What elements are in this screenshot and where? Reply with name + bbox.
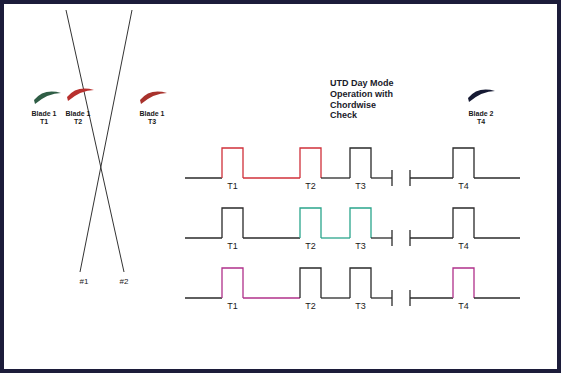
pulse-label: T3 bbox=[355, 182, 366, 192]
pulse-label: T2 bbox=[305, 302, 316, 312]
pulse-label: T1 bbox=[227, 242, 238, 252]
pulse-segment bbox=[350, 148, 371, 178]
pulse-segment bbox=[371, 297, 392, 298]
pulse-segment bbox=[185, 297, 222, 298]
pulse-segment bbox=[453, 268, 474, 298]
pulse-label: T4 bbox=[458, 182, 469, 192]
time-label: T1 bbox=[40, 118, 48, 126]
pulse-segment bbox=[391, 290, 392, 306]
pulse-label: T4 bbox=[458, 302, 469, 312]
time-label: T3 bbox=[148, 118, 156, 126]
blade-shape bbox=[140, 92, 167, 104]
sensor-number: #2 bbox=[120, 278, 129, 287]
pulse-segment bbox=[300, 268, 321, 298]
blade-label: Blade 1 bbox=[140, 110, 165, 118]
pulse-label: T2 bbox=[305, 182, 316, 192]
pulse-segment bbox=[222, 268, 243, 298]
pulse-label: T3 bbox=[355, 242, 366, 252]
sensor-number: #1 bbox=[80, 278, 89, 287]
pulse-label: T1 bbox=[227, 302, 238, 312]
diagram-title: UTD Day Mode Operation with Chordwise Ch… bbox=[330, 78, 404, 121]
blade-shape bbox=[34, 92, 61, 104]
blade-label: Blade 1 bbox=[66, 110, 91, 118]
time-label: T4 bbox=[477, 118, 485, 126]
blade-label: Blade 1 bbox=[32, 110, 57, 118]
pulse-segment bbox=[243, 177, 300, 178]
pulse-segment bbox=[391, 170, 392, 186]
sensor-line bbox=[80, 10, 132, 272]
blade-label: Blade 2 bbox=[469, 110, 494, 118]
time-label: T2 bbox=[74, 118, 82, 126]
pulse-segment bbox=[474, 237, 520, 238]
pulse-segment bbox=[371, 237, 392, 238]
sensor-line bbox=[66, 10, 124, 272]
pulse-segment bbox=[222, 208, 243, 238]
pulse-segment bbox=[391, 230, 392, 246]
pulse-label: T1 bbox=[227, 182, 238, 192]
pulse-segment bbox=[243, 237, 300, 238]
pulse-segment bbox=[410, 237, 453, 238]
pulse-segment bbox=[222, 148, 243, 178]
pulse-segment bbox=[300, 148, 321, 178]
pulse-segment bbox=[474, 297, 520, 298]
pulse-segment bbox=[410, 177, 453, 178]
pulse-segment bbox=[453, 208, 474, 238]
pulse-segment bbox=[453, 148, 474, 178]
pulse-label: T4 bbox=[458, 242, 469, 252]
pulse-segment bbox=[321, 177, 350, 178]
blade-shape bbox=[67, 89, 94, 101]
pulse-segment bbox=[321, 237, 350, 238]
pulse-label: T3 bbox=[355, 302, 366, 312]
pulse-segment bbox=[243, 297, 300, 298]
pulse-segment bbox=[300, 208, 321, 238]
blade-shape bbox=[468, 90, 495, 102]
pulse-segment bbox=[185, 177, 222, 178]
pulse-segment bbox=[321, 297, 350, 298]
pulse-segment bbox=[350, 208, 371, 238]
pulse-label: T2 bbox=[305, 242, 316, 252]
pulse-segment bbox=[474, 177, 520, 178]
pulse-segment bbox=[185, 237, 222, 238]
pulse-segment bbox=[350, 268, 371, 298]
pulse-segment bbox=[371, 177, 392, 178]
pulse-segment bbox=[410, 297, 453, 298]
